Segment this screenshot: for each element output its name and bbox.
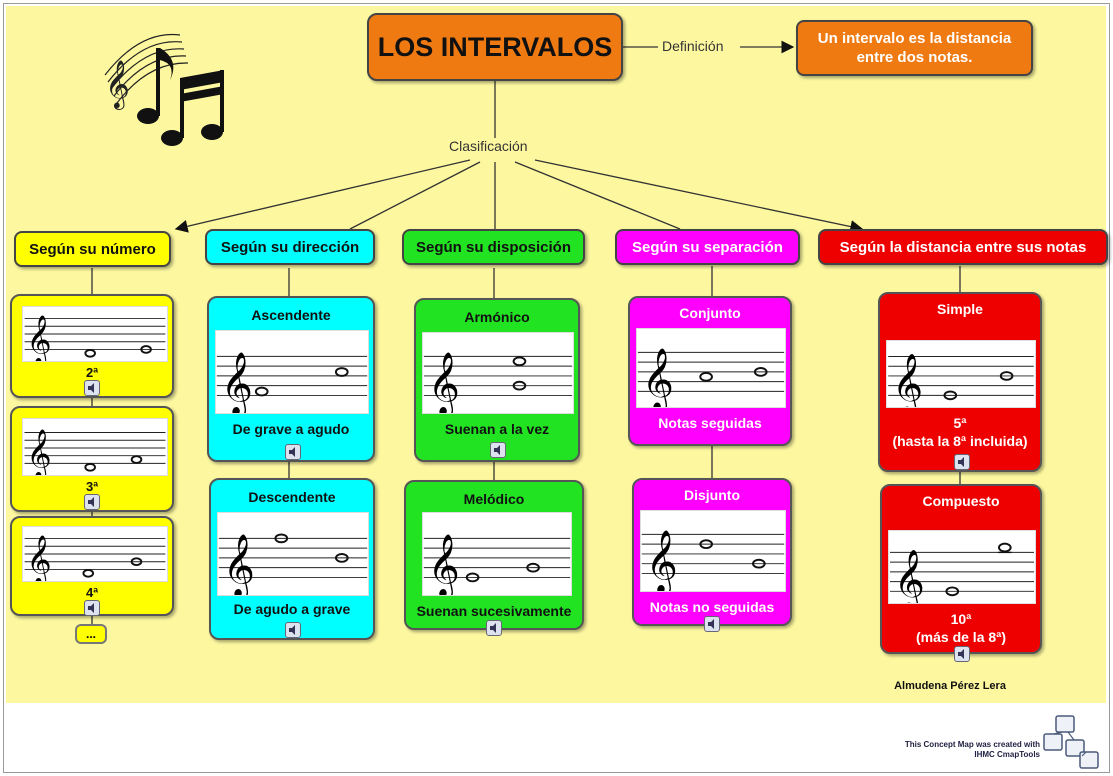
card-caption-detail: (más de la 8ª) [916,629,1006,645]
numero-card-label: 4ª [85,585,99,600]
svg-text:𝄞: 𝄞 [105,59,130,110]
credit-line-1: This Concept Map was created with [904,740,1040,749]
direccion-card-descendente[interactable]: Descendente 𝄞 De agudo a grave [209,478,375,640]
card-title: Compuesto [922,493,1000,509]
speaker-icon[interactable] [84,494,100,510]
cmaptools-credit: This Concept Map was created with IHMC C… [850,740,1040,760]
staff-image: 𝄞 [22,306,168,362]
staff-image: 𝄞 [422,332,574,414]
numero-card-label: 3ª [85,479,99,494]
staff-image: 𝄞 [422,512,572,596]
card-caption: Notas no seguidas [649,599,775,615]
card-caption: 10ª [950,611,972,627]
card-title: Ascendente [251,307,331,323]
category-distancia-label: Según la distancia entre sus notas [839,238,1087,256]
disposicion-card-melodico[interactable]: Melódico 𝄞 Suenan sucesivamente [404,480,584,636]
definition-link-label: Definición [659,38,727,54]
category-separacion[interactable]: Según su separación [615,229,800,265]
svg-text:𝄞: 𝄞 [646,528,678,591]
speaker-icon[interactable] [704,616,720,632]
direccion-card-ascendente[interactable]: Ascendente 𝄞 De grave a agudo [207,296,375,462]
card-caption: Suenan sucesivamente [416,603,572,619]
numero-card-3[interactable]: 𝄞 3ª [10,406,174,512]
svg-text:𝄞: 𝄞 [892,353,923,407]
numero-card-4[interactable]: 𝄞 4ª [10,516,174,616]
svg-text:𝄞: 𝄞 [428,532,460,595]
credit-line-2: IHMC CmapTools [974,750,1040,759]
svg-text:𝄞: 𝄞 [27,535,52,581]
svg-text:𝄞: 𝄞 [428,350,460,413]
disposicion-card-armonico[interactable]: Armónico 𝄞 Suenan a la vez [414,298,580,462]
card-title: Armónico [464,309,530,325]
category-numero[interactable]: Según su número [14,231,171,267]
staff-image: 𝄞 [215,330,369,414]
category-numero-label: Según su número [29,240,156,258]
category-disposicion[interactable]: Según su disposición [402,229,585,265]
category-direccion[interactable]: Según su dirección [205,229,375,265]
card-title: Descendente [248,489,336,505]
staff-image: 𝄞 [22,418,168,476]
classification-link-label: Clasificación [446,138,531,154]
speaker-icon[interactable] [954,646,970,662]
card-title: Melódico [463,491,525,507]
card-title: Disjunto [684,487,740,503]
numero-card-label: 2ª [85,365,99,380]
speaker-icon[interactable] [285,444,301,460]
category-disposicion-label: Según su disposición [415,238,572,256]
speaker-icon[interactable] [490,442,506,458]
cmaptools-logo-icon [1043,715,1099,769]
staff-image: 𝄞 [888,530,1036,604]
svg-text:𝄞: 𝄞 [894,549,925,603]
speaker-icon[interactable] [954,454,970,470]
card-caption: Suenan a la vez [444,421,550,437]
more-intervals-node[interactable]: ... [75,624,107,644]
svg-text:𝄞: 𝄞 [27,315,52,361]
speaker-icon[interactable] [84,600,100,616]
speaker-icon[interactable] [84,380,100,396]
category-separacion-label: Según su separación [632,238,783,256]
speaker-icon[interactable] [285,622,301,638]
separacion-card-conjunto[interactable]: Conjunto 𝄞 Notas seguidas [628,296,792,446]
svg-text:𝄞: 𝄞 [642,346,674,407]
staff-image: 𝄞 [22,526,168,582]
svg-text:𝄞: 𝄞 [223,532,255,595]
distancia-card-simple[interactable]: Simple 𝄞 5ª (hasta la 8ª incluida) [878,292,1042,472]
definition-node[interactable]: Un intervalo es la distancia entre dos n… [796,20,1033,76]
main-title-node[interactable]: LOS INTERVALOS [367,13,623,81]
card-caption: 5ª [953,415,967,431]
definition-text: Un intervalo es la distancia entre dos n… [817,30,1012,66]
staff-image: 𝄞 [217,512,369,596]
card-title: Simple [937,301,983,317]
staff-image: 𝄞 [636,328,786,408]
staff-image: 𝄞 [886,340,1036,408]
card-caption-detail: (hasta la 8ª incluida) [892,433,1028,449]
numero-card-2[interactable]: 𝄞 2ª [10,294,174,398]
category-direccion-label: Según su dirección [220,238,360,256]
svg-text:𝄞: 𝄞 [26,429,51,475]
distancia-card-compuesto[interactable]: Compuesto 𝄞 10ª (más de la 8ª) [880,484,1042,662]
category-distancia[interactable]: Según la distancia entre sus notas [818,229,1108,265]
music-notes-icon: 𝄞 [104,33,224,146]
main-title: LOS INTERVALOS [377,31,613,62]
card-title: Conjunto [679,305,741,321]
staff-image: 𝄞 [640,510,786,592]
card-caption: Notas seguidas [658,415,762,431]
speaker-icon[interactable] [486,620,502,636]
author-name: Almudena Pérez Lera [894,680,1006,692]
separacion-card-disjunto[interactable]: Disjunto 𝄞 Notas no seguidas [632,478,792,632]
card-caption: De grave a agudo [232,421,350,437]
card-caption: De agudo a grave [233,601,351,617]
svg-text:𝄞: 𝄞 [221,350,253,413]
